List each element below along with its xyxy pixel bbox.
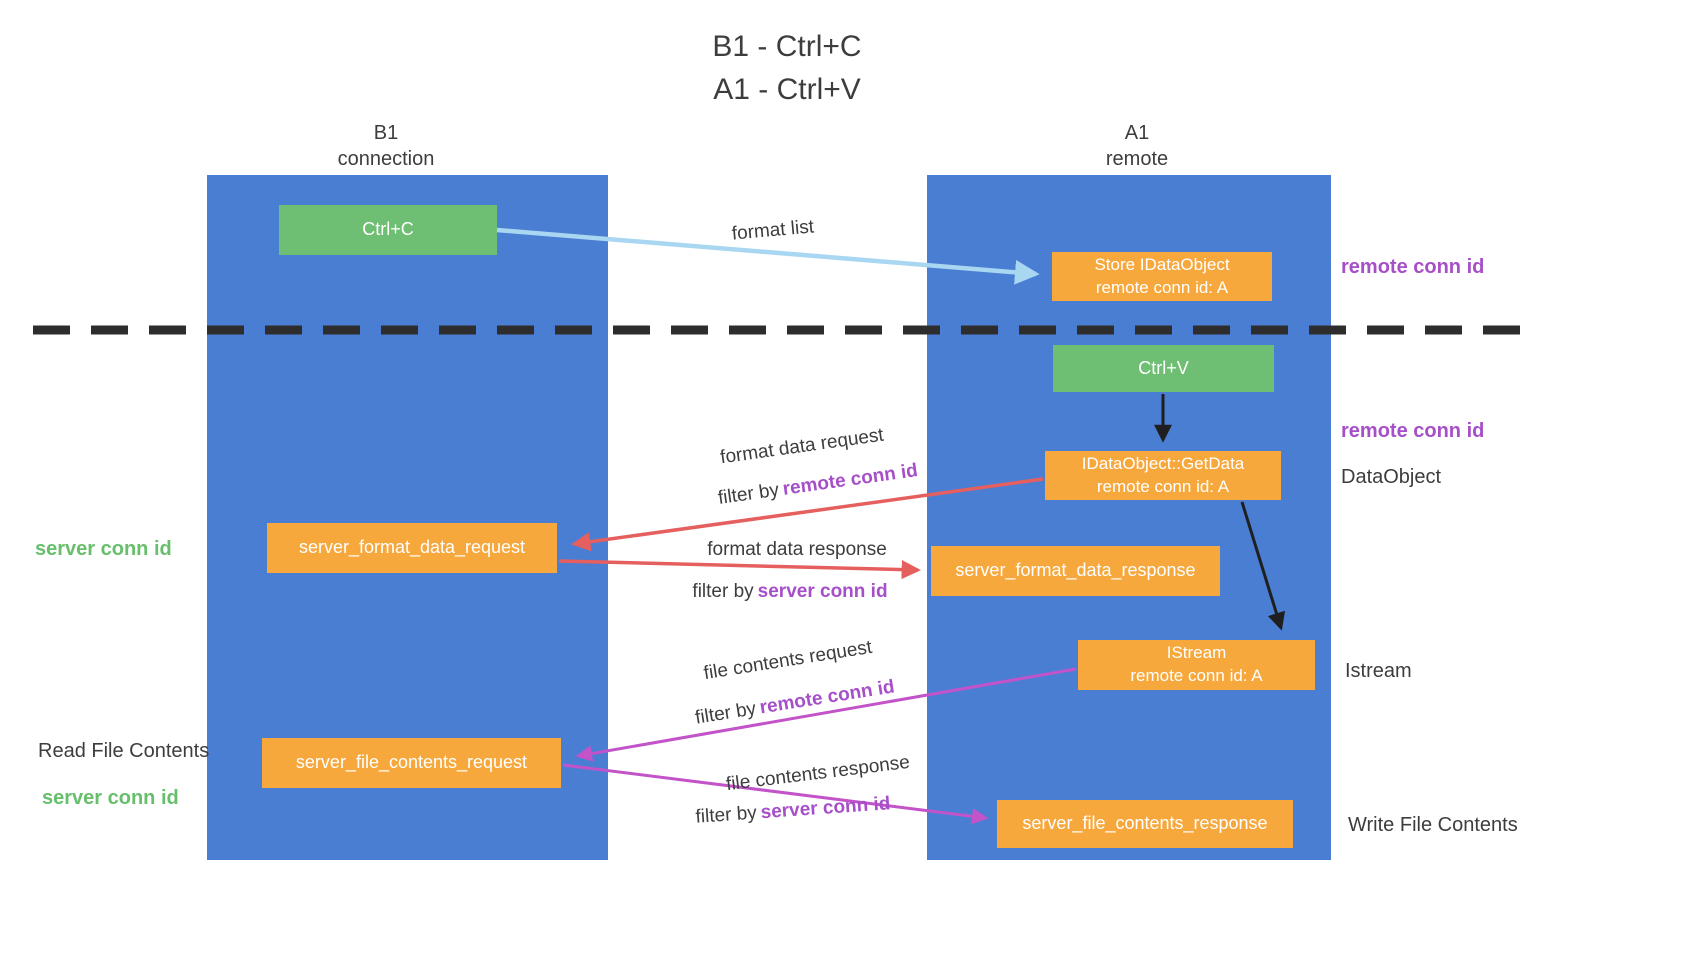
server-conn-id-filter-text-2: server conn id xyxy=(759,793,892,824)
istream-side-label: Istream xyxy=(1345,660,1412,682)
ctrl-v-box: Ctrl+V xyxy=(1053,345,1274,392)
lane-header-a1: A1 remote xyxy=(1037,120,1237,172)
store-idataobject-line1: Store IDataObject xyxy=(1094,254,1230,274)
server-file-contents-request-label: server_file_contents_request xyxy=(295,752,528,773)
lane-b1-name: B1 xyxy=(373,122,399,144)
read-file-contents-side-label: Read File Contents xyxy=(38,740,210,762)
getdata-box: IDataObject::GetData remote conn id: A xyxy=(1045,451,1281,500)
format-data-response-label: format data response xyxy=(707,539,887,560)
filter-by-text-3: filter by xyxy=(693,698,758,729)
filter-by-text-4: filter by xyxy=(694,802,758,828)
ctrl-v-label: Ctrl+V xyxy=(1138,357,1189,378)
diagram-title: B1 - Ctrl+C A1 - Ctrl+V xyxy=(587,26,987,111)
server-file-contents-request-box: server_file_contents_request xyxy=(262,738,561,788)
istream-line2: remote conn id: A xyxy=(1130,666,1263,685)
filter-by-remote-conn-id-label-2: filter byremote conn id xyxy=(685,675,906,731)
getdata-line2: remote conn id: A xyxy=(1096,476,1230,496)
lane-a1-name: A1 xyxy=(1124,122,1150,144)
filter-by-text-1: filter by xyxy=(716,479,781,509)
dataobject-side-label: DataObject xyxy=(1341,466,1442,488)
file-contents-request-label: file contents request xyxy=(702,636,874,685)
lane-a1-subtitle: remote xyxy=(1105,148,1169,170)
lane-header-b1: B1 connection xyxy=(286,120,486,172)
getdata-line1: IDataObject::GetData xyxy=(1081,453,1245,473)
server-conn-id-side-label-upper: server conn id xyxy=(35,538,172,560)
server-conn-id-filter-text-1: server conn id xyxy=(757,581,888,602)
store-idataobject-line2: remote conn id: A xyxy=(1095,277,1229,297)
server-format-data-request-label: server_format_data_request xyxy=(298,537,526,558)
format-list-label: format list xyxy=(731,216,815,245)
lane-b1-subtitle: connection xyxy=(337,148,435,170)
ctrl-c-label: Ctrl+C xyxy=(362,219,414,240)
server-conn-id-side-label-lower: server conn id xyxy=(42,787,179,809)
server-file-contents-response-box: server_file_contents_response xyxy=(997,800,1293,848)
remote-conn-id-side-label-top: remote conn id xyxy=(1341,256,1485,278)
server-format-data-response-label: server_format_data_response xyxy=(955,560,1196,581)
server-format-data-response-box: server_format_data_response xyxy=(931,546,1220,596)
server-format-data-request-box: server_format_data_request xyxy=(267,523,557,573)
remote-conn-id-side-label-mid: remote conn id xyxy=(1341,420,1485,442)
server-file-contents-response-label: server_file_contents_response xyxy=(1022,813,1268,834)
remote-conn-id-filter-text-1: remote conn id xyxy=(781,460,920,500)
format-data-request-label: format data request xyxy=(718,424,885,469)
ctrl-c-box: Ctrl+C xyxy=(279,205,497,255)
title-line-1: B1 - Ctrl+C xyxy=(712,30,862,63)
format-data-response-arrow xyxy=(558,559,921,580)
istream-box: IStream remote conn id: A xyxy=(1078,640,1315,690)
title-line-2: A1 - Ctrl+V xyxy=(713,72,861,106)
filter-by-text-2: filter by xyxy=(692,581,754,602)
remote-conn-id-filter-text-2: remote conn id xyxy=(758,676,897,719)
file-contents-response-label: file contents response xyxy=(724,751,911,796)
store-idataobject-box: Store IDataObject remote conn id: A xyxy=(1052,252,1272,301)
write-file-contents-side-label: Write File Contents xyxy=(1348,814,1518,836)
istream-line1: IStream xyxy=(1166,643,1227,663)
